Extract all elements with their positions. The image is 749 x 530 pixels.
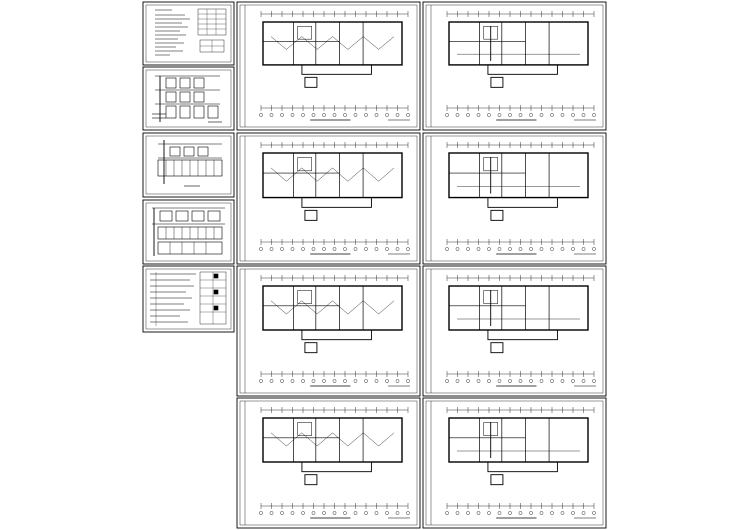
system-diagram-1 — [142, 66, 235, 131]
floor-plan-3 — [236, 132, 421, 265]
system-diagram-3 — [142, 199, 235, 265]
floor-plan-8 — [422, 397, 607, 529]
floor-plan-2 — [422, 1, 607, 131]
floor-plan-5 — [236, 265, 421, 397]
floor-plan-7 — [236, 397, 421, 529]
system-diagram-2 — [142, 132, 235, 198]
floor-plan-1 — [236, 1, 421, 131]
index-sheet — [142, 1, 235, 66]
floor-plan-4 — [422, 132, 607, 265]
floor-plan-6 — [422, 265, 607, 397]
legend-sheet — [142, 265, 235, 333]
